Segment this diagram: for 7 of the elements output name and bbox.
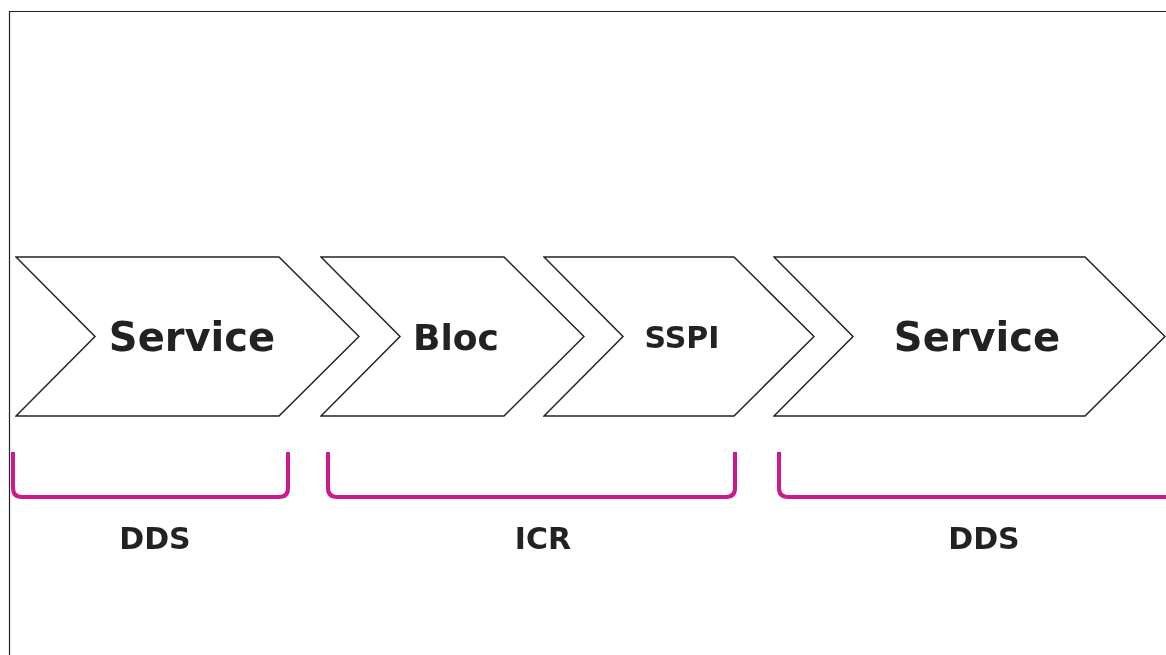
step-label: Service [893,313,1061,360]
step-label: Service [108,313,276,360]
bracket-label: DDS [119,520,191,556]
step-label: Bloc [413,316,499,357]
bracket-label: DDS [948,520,1020,556]
step-label: SSPI [644,319,720,354]
bracket-label: ICR [514,520,572,556]
